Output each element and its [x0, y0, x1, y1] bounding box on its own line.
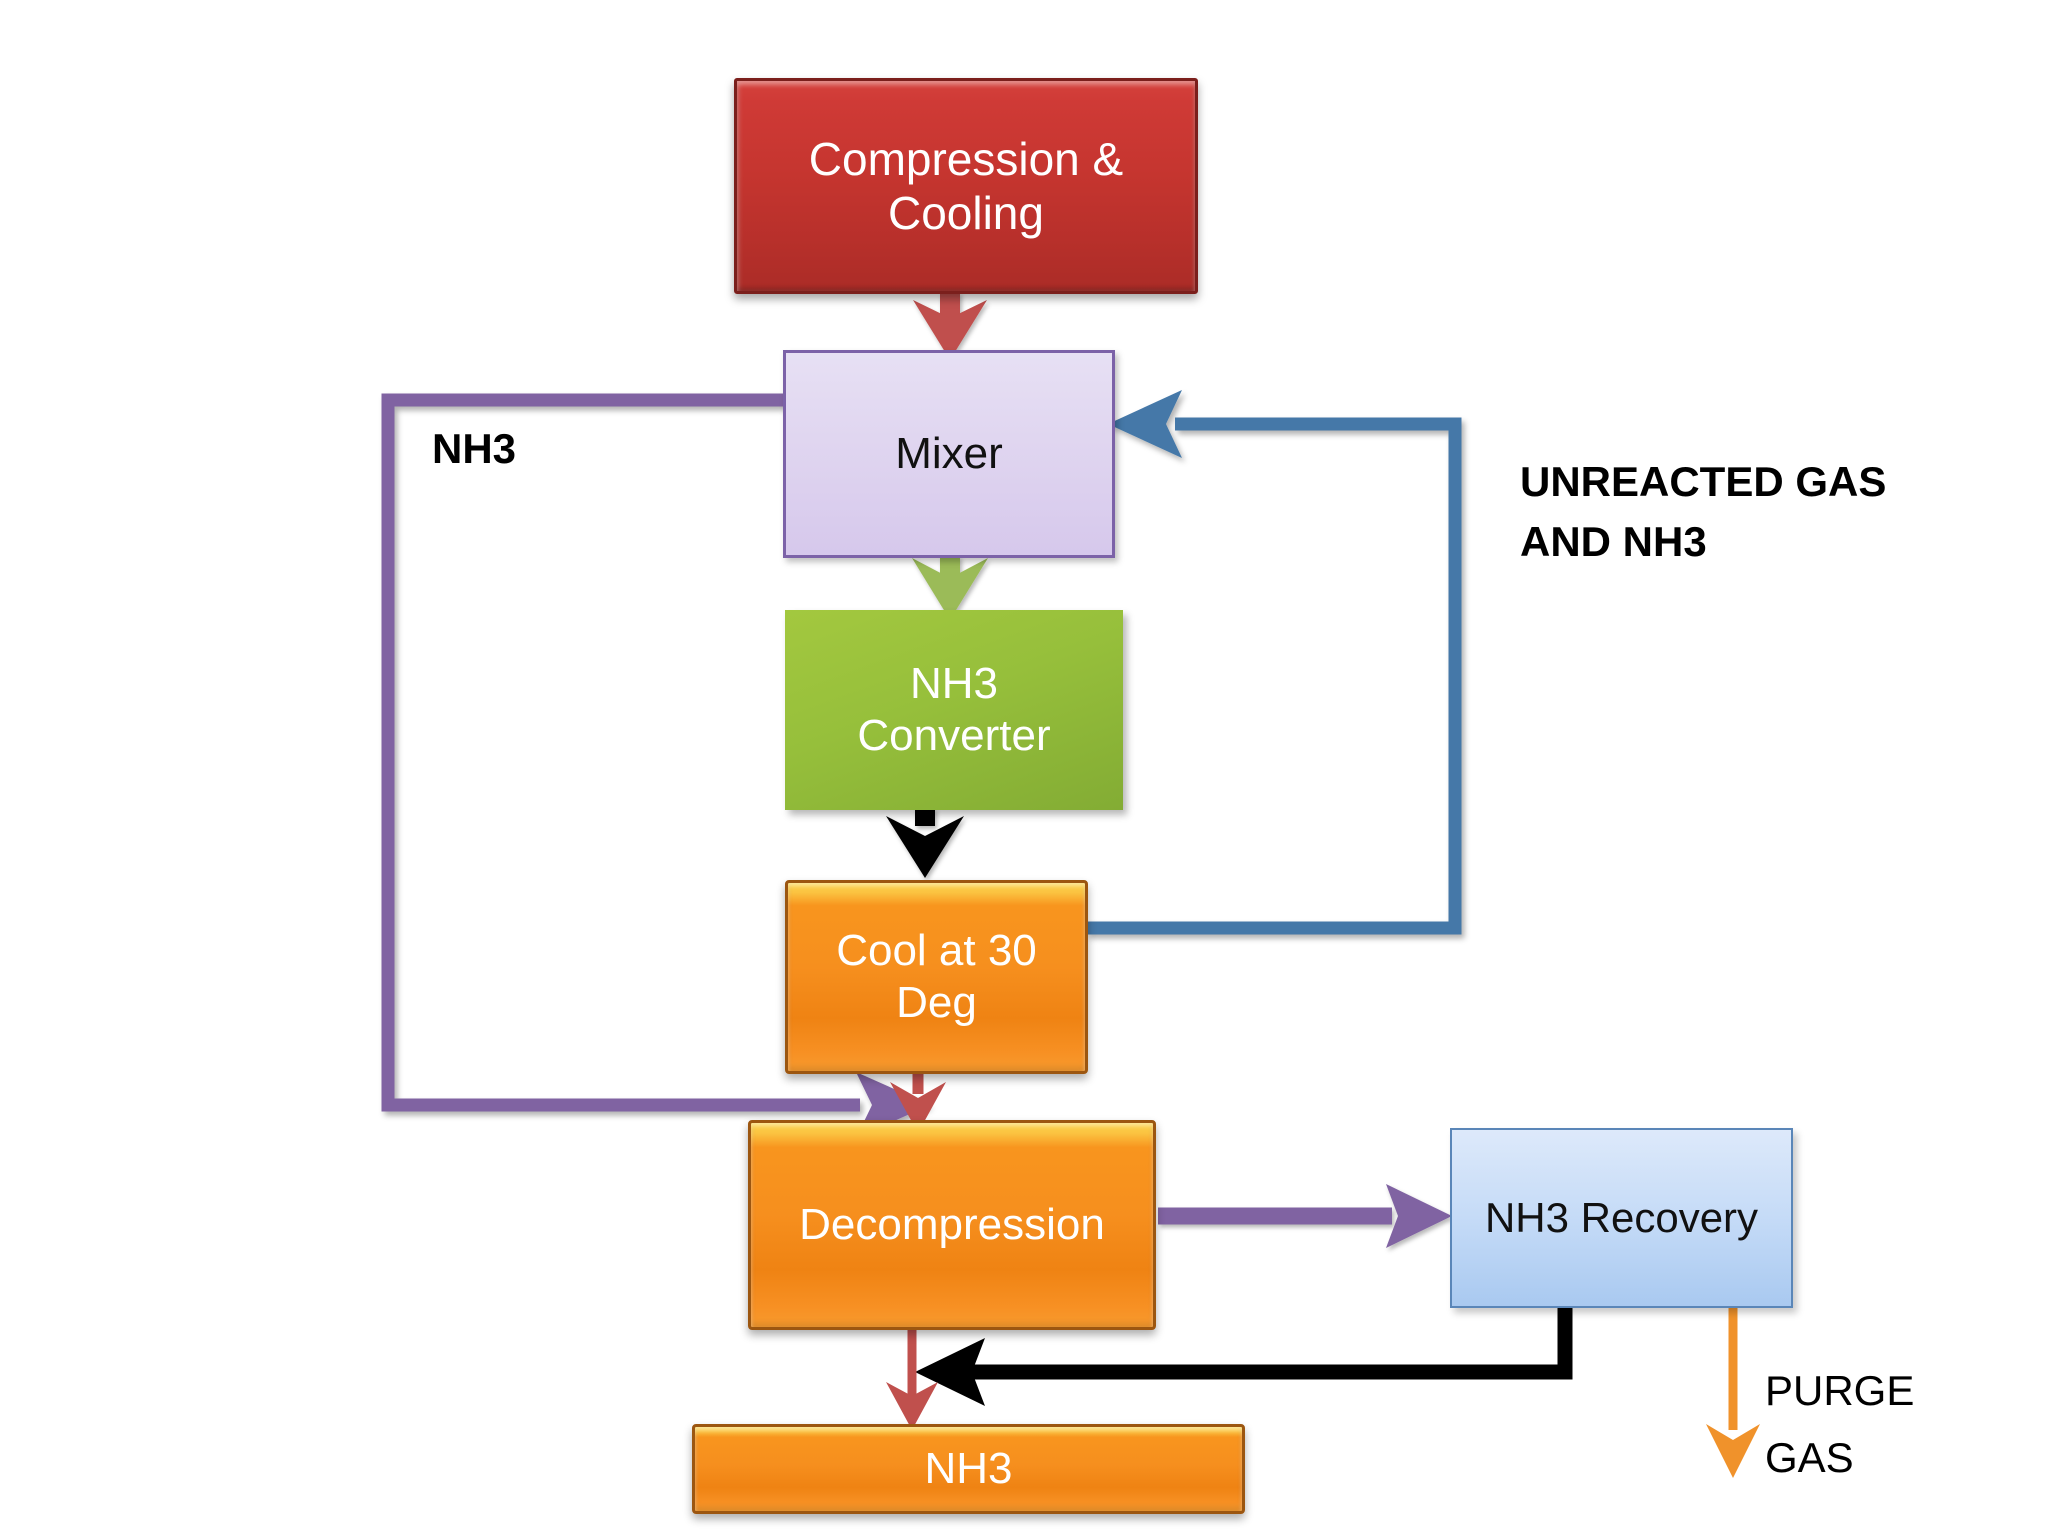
- arrow-decompression-to-product: [886, 1328, 938, 1430]
- node-label-nh3-product: NH3: [924, 1444, 1013, 1494]
- node-mixer[interactable]: Mixer: [783, 350, 1115, 558]
- arrow-recovery-to-purge: [1706, 1308, 1760, 1478]
- node-nh3-product[interactable]: NH3: [692, 1424, 1245, 1514]
- label-purge-line2: GAS: [1765, 1434, 1854, 1481]
- label-unreacted-gas-line1: UNREACTED GAS: [1520, 458, 1887, 505]
- arrow-converter-to-cool: [886, 808, 964, 878]
- node-label-decompression: Decompression: [799, 1200, 1105, 1250]
- line-cool-to-mixer-recycle: [1086, 390, 1462, 935]
- node-compression-cooling[interactable]: Compression & Cooling: [734, 78, 1198, 294]
- node-label-line2: Cooling: [887, 187, 1044, 239]
- arrow-decompression-to-recovery: [1158, 1184, 1452, 1248]
- node-label-line2: Deg: [896, 978, 977, 1027]
- node-label-line2: Converter: [857, 711, 1051, 760]
- label-unreacted-gas-line2: AND NH3: [1520, 518, 1707, 565]
- label-purge-line1: PURGE: [1765, 1367, 1915, 1414]
- node-cool-at-30-deg[interactable]: Cool at 30 Deg: [785, 880, 1088, 1074]
- node-label-line1: Compression &: [808, 132, 1124, 185]
- node-decompression[interactable]: Decompression: [748, 1120, 1156, 1330]
- node-label-line1: NH3: [909, 659, 999, 709]
- node-label-line1: Cool at 30: [836, 926, 1037, 976]
- node-nh3-converter[interactable]: NH3 Converter: [785, 610, 1123, 810]
- node-nh3-recovery[interactable]: NH3 Recovery: [1450, 1128, 1793, 1308]
- node-label-nh3-recovery: NH3 Recovery: [1484, 1194, 1759, 1242]
- node-label-mixer: Mixer: [895, 429, 1003, 479]
- label-nh3-recycle: NH3: [432, 425, 517, 472]
